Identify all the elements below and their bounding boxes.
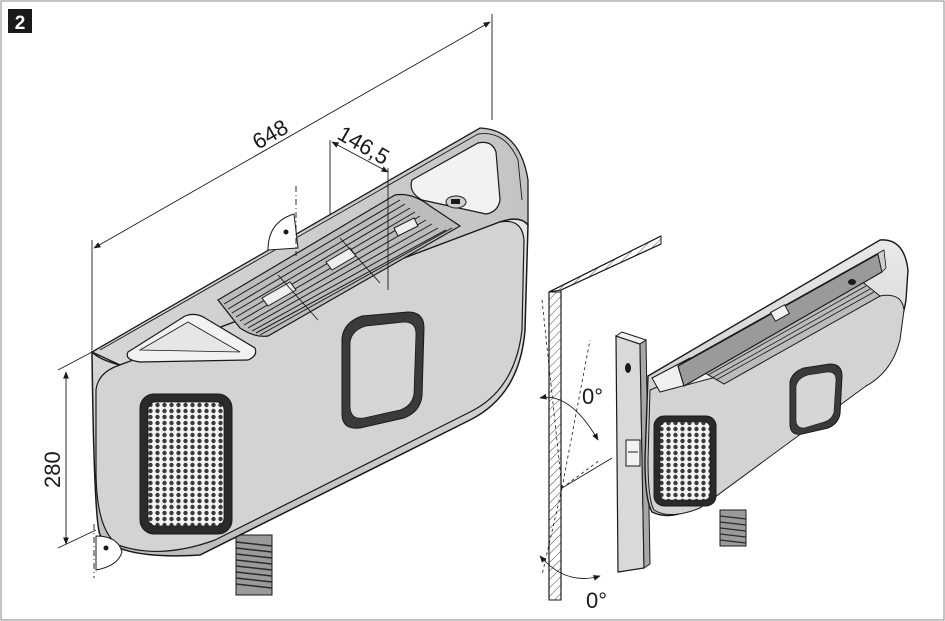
dimension-height-label: 280 [40, 451, 65, 488]
figure-number-badge: 2 [8, 9, 32, 34]
angle-indicator-top: 0° [539, 299, 603, 489]
dimension-height: 280 [40, 349, 97, 549]
spirit-level-horizontal [677, 249, 887, 387]
flexible-hose [235, 534, 273, 596]
dimension-width-label: 648 [248, 114, 292, 154]
spirit-level-vertical [614, 331, 651, 573]
wall-bracket-bottom [95, 535, 123, 571]
wall-bracket-top [267, 213, 299, 251]
figure-number: 2 [15, 13, 26, 34]
angle-indicator-bottom: 0° [539, 459, 607, 613]
angle-bottom-label: 0° [586, 588, 607, 613]
grille-clip-1 [261, 281, 297, 307]
air-mesh [147, 401, 225, 527]
angle-top-label: 0° [582, 384, 603, 409]
front-panel [349, 321, 417, 419]
dimension-grille-label: 146,5 [334, 121, 394, 170]
flexible-hose-small [719, 509, 747, 547]
unit-levelled [644, 239, 909, 547]
main-unit [90, 127, 529, 596]
wall-section [548, 235, 662, 601]
